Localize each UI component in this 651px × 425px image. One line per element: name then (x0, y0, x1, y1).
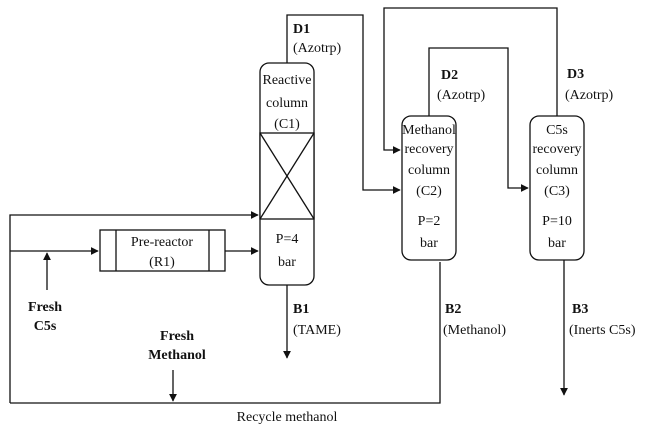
stream-d3-name: D3 (567, 67, 584, 82)
c5s-column-label-3: column (536, 163, 578, 178)
pre-reactor-body (99, 229, 226, 272)
methanol-column-pressure: P=2 (418, 214, 441, 229)
recycle-methanol-return-line (9, 211, 259, 403)
packing-cross-b (259, 132, 315, 220)
methanol-column-label-1: Methanol (402, 123, 456, 138)
pre-reactor-label-2: (R1) (149, 255, 175, 270)
stream-d3-line (383, 7, 558, 154)
reactive-column-pressure-unit: bar (278, 255, 296, 270)
methanol-recovery-column-c2: Methanol recovery column (C2) P=2 bar (401, 115, 457, 261)
c5s-recovery-column-c3: C5s recovery column (C3) P=10 bar (529, 115, 585, 261)
reactive-column-label-1: Reactive (263, 73, 312, 88)
fresh-c5s-label-2: C5s (34, 319, 57, 334)
c5s-column-pressure: P=10 (542, 214, 572, 229)
stream-b3-desc: (Inerts C5s) (569, 323, 636, 338)
stream-b3-name: B3 (572, 302, 588, 317)
stream-d1-name: D1 (293, 22, 310, 37)
stream-b1-desc: (TAME) (293, 323, 341, 338)
reactive-column-c1: Reactive column (C1) P=4 bar (259, 62, 315, 286)
stream-b1-name: B1 (293, 302, 309, 317)
fresh-methanol-label-2: Methanol (148, 348, 206, 363)
stream-b2-desc: (Methanol) (443, 323, 506, 338)
reactive-column-label-2: column (266, 96, 308, 111)
stream-d1-desc: (Azotrp) (293, 41, 342, 56)
methanol-column-pressure-unit: bar (420, 236, 438, 251)
reactive-column-label-3: (C1) (274, 117, 300, 132)
c5s-column-pressure-unit: bar (548, 236, 566, 251)
recycle-methanol-bottom-line (10, 262, 441, 404)
pre-reactor-label-1: Pre-reactor (131, 235, 194, 250)
methanol-column-label-4: (C2) (416, 184, 442, 199)
stream-d2-desc: (Azotrp) (437, 88, 486, 103)
methanol-column-label-3: column (408, 163, 450, 178)
c5s-column-label-2: recovery (533, 142, 582, 157)
methanol-column-label-2: recovery (405, 142, 454, 157)
fresh-methanol-label-1: Fresh (160, 329, 194, 344)
stream-d2-line (428, 47, 529, 192)
c5s-column-label-1: C5s (546, 123, 568, 138)
c5s-column-label-4: (C3) (544, 184, 570, 199)
stream-b2-name: B2 (445, 302, 461, 317)
stream-d3-desc: (Azotrp) (565, 88, 614, 103)
reactive-column-pressure: P=4 (276, 232, 299, 247)
fresh-c5s-label-1: Fresh (28, 300, 62, 315)
recycle-methanol-label: Recycle methanol (237, 410, 338, 425)
pre-reactor-r1: Pre-reactor (R1) (99, 229, 226, 272)
stream-d2-name: D2 (441, 68, 458, 83)
stream-d1-line (286, 14, 401, 194)
